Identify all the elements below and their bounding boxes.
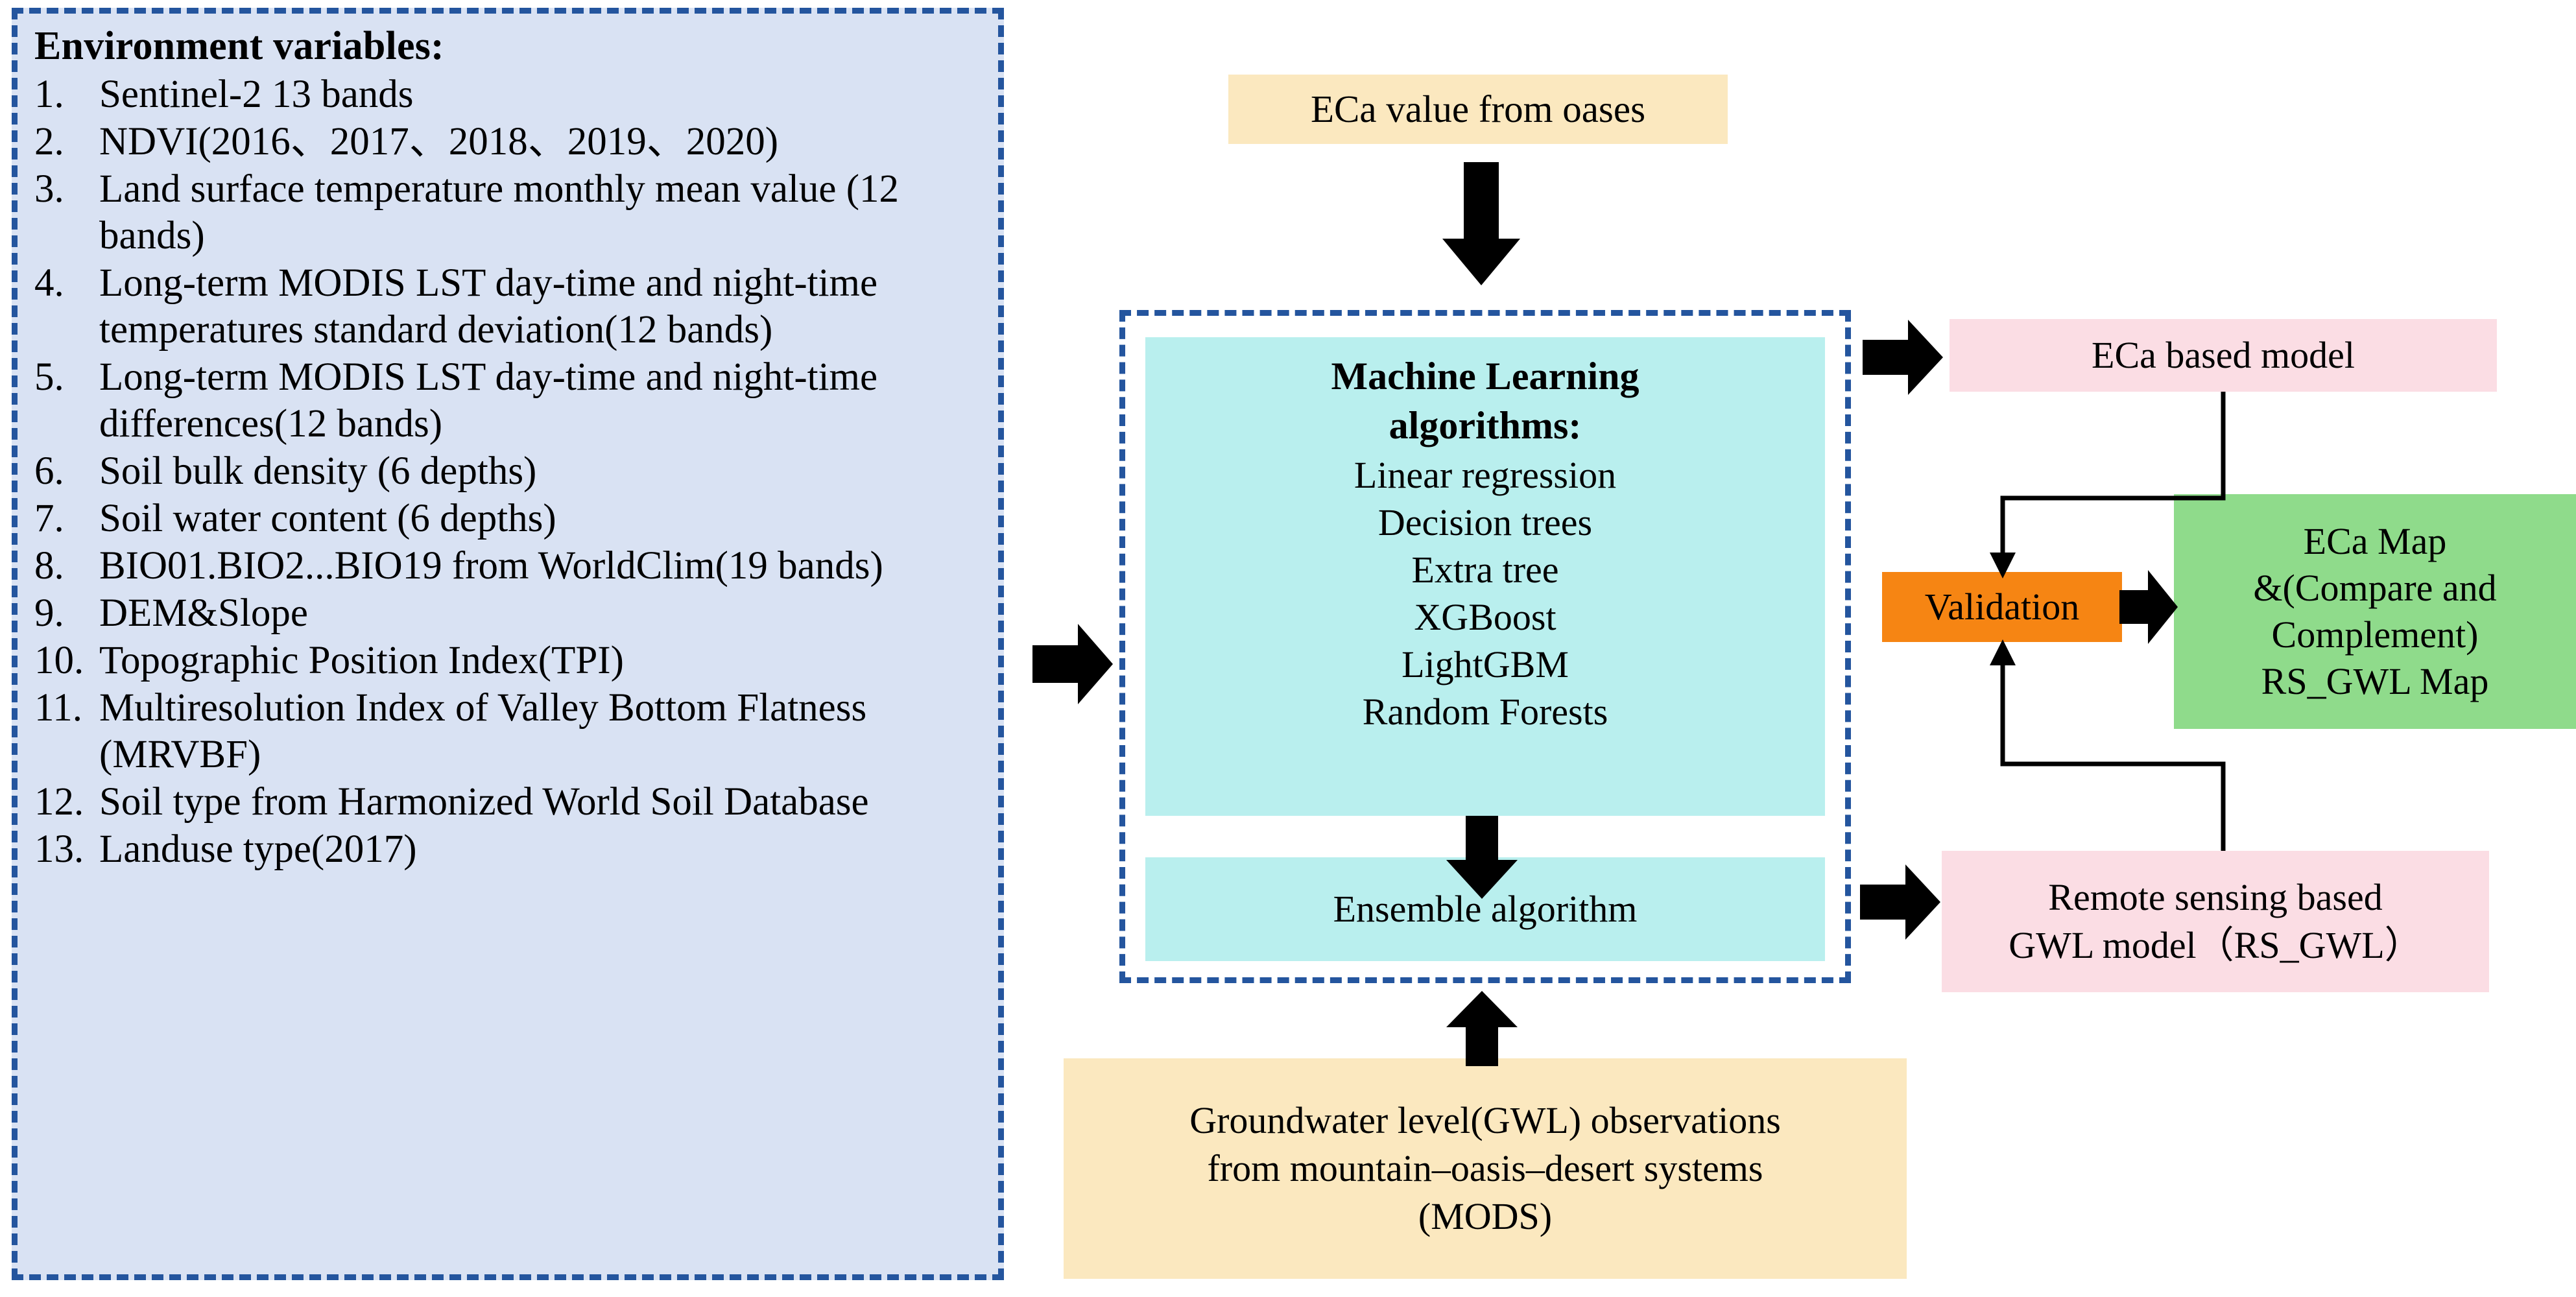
arrow-env-to-ml [1032, 623, 1113, 706]
env-list-item-label: Landuse type(2017) [99, 827, 417, 871]
ml-algorithm-item: Decision trees [1377, 501, 1593, 544]
environment-variables-content: Environment variables: 1. Sentinel-2 13 b… [34, 23, 989, 874]
ml-algorithm-item: Extra tree [1411, 549, 1559, 591]
rs-gwl-line2: GWL model（RS_GWL） [2009, 924, 2422, 966]
env-list-item: 4. Long-term MODIS LST day-time and night… [34, 260, 989, 353]
ml-algorithm-item: LightGBM [1401, 643, 1569, 686]
env-list-item-label: DEM&Slope [99, 591, 308, 635]
map-box-line2: &(Compare and [2253, 567, 2497, 610]
eca-based-model-label: ECa based model [2092, 334, 2355, 377]
env-list-item-number: 9. [34, 591, 64, 635]
env-list-item-number: 7. [34, 496, 64, 540]
env-list-item-number: 13. [34, 827, 84, 871]
env-list-item: 12. Soil type from Harmonized World Soil … [34, 779, 989, 826]
env-list-item: 7. Soil water content (6 depths) [34, 495, 989, 542]
env-list-item-label: Sentinel-2 13 bands [99, 73, 414, 117]
arrow-ensemble-to-rs-gwl [1860, 864, 1940, 940]
env-list-item: 13. Landuse type(2017) [34, 826, 989, 873]
env-list-item: 3. Land surface temperature monthly mean … [34, 166, 989, 259]
env-list-item-number: 3. [34, 167, 64, 211]
ml-heading-line2: algorithms: [1389, 404, 1582, 447]
arrow-ml-to-ensemble [1446, 816, 1518, 899]
eca-value-label: ECa value from oases [1310, 88, 1646, 131]
env-list-item: 11. Multiresolution Index of Valley Botto… [34, 685, 989, 778]
ml-algorithm-item: Linear regression [1354, 454, 1617, 496]
validation-box: Validation [1882, 572, 2122, 642]
eca-based-model-box: ECa based model [1950, 319, 2497, 392]
machine-learning-algorithms-box: Machine Learning algorithms: Linear regr… [1145, 337, 1825, 816]
env-list-item-label: NDVI(2016、2017、2018、2019、2020) [99, 120, 779, 164]
env-list-item-label: Soil water content (6 depths) [99, 496, 556, 540]
env-list-item: 5. Long-term MODIS LST day-time and night… [34, 354, 989, 447]
arrow-eca-value-to-ml [1442, 162, 1520, 285]
env-list-item-number: 11. [34, 685, 82, 730]
env-list-item-number: 5. [34, 355, 64, 399]
gwl-obs-line1: Groundwater level(GWL) observations [1189, 1099, 1781, 1141]
remote-sensing-gwl-model-box: Remote sensing based GWL model（RS_GWL） [1942, 851, 2489, 992]
env-list-item-number: 10. [34, 638, 84, 682]
arrow-ml-to-eca-model [1863, 319, 1943, 396]
environment-variables-list: 1. Sentinel-2 13 bands 2. NDVI(2016、2017、20… [34, 71, 989, 872]
arrow-gwl-obs-to-ml [1446, 991, 1518, 1066]
env-list-item-number: 6. [34, 449, 64, 493]
ml-algorithm-item: XGBoost [1414, 596, 1556, 639]
env-list-item: 2. NDVI(2016、2017、2018、2019、2020) [34, 119, 989, 165]
env-list-item-number: 8. [34, 543, 64, 588]
env-list-item: 9. DEM&Slope [34, 590, 989, 637]
eca-value-from-oases-box: ECa value from oases [1228, 75, 1728, 144]
env-list-item: 6. Soil bulk density (6 depths) [34, 448, 989, 495]
env-list-item-label: Land surface temperature monthly mean va… [99, 167, 900, 258]
map-box-line1: ECa Map [2303, 520, 2447, 563]
rs-gwl-line1: Remote sensing based [2048, 875, 2383, 918]
map-box-line3: Complement) [2271, 613, 2479, 656]
gwl-obs-line3: (MODS) [1418, 1195, 1553, 1238]
arrow-validation-to-map [2119, 569, 2178, 645]
env-list-item: 8. BIO01.BIO2...BIO19 from WorldClim(19 b… [34, 543, 989, 589]
env-list-item-number: 12. [34, 779, 84, 824]
env-list-item-label: Multiresolution Index of Valley Bottom F… [99, 685, 867, 776]
ml-heading-line1: Machine Learning [1331, 355, 1640, 398]
eca-map-rs-gwl-map-box: ECa Map &(Compare and Complement) RS_GWL… [2174, 494, 2576, 729]
env-list-item-number: 2. [34, 120, 64, 164]
map-box-line4: RS_GWL Map [2261, 660, 2489, 702]
env-list-item-label: Long-term MODIS LST day-time and night-t… [99, 261, 878, 351]
gwl-observations-box: Groundwater level(GWL) observations from… [1064, 1058, 1907, 1279]
env-list-item-label: Soil type from Harmonized World Soil Dat… [99, 779, 869, 824]
machine-learning-dashed-container [1119, 310, 1851, 983]
env-list-item-number: 1. [34, 73, 64, 117]
env-list-item: 10. Topographic Position Index(TPI) [34, 637, 989, 684]
environment-variables-title: Environment variables: [34, 24, 444, 68]
env-list-item-number: 4. [34, 261, 64, 305]
env-list-item-label: Topographic Position Index(TPI) [99, 638, 624, 682]
env-list-item-label: Soil bulk density (6 depths) [99, 449, 537, 493]
ml-algorithm-item: Random Forests [1362, 691, 1608, 733]
env-list-item-label: BIO01.BIO2...BIO19 from WorldClim(19 ban… [99, 543, 883, 588]
validation-label: Validation [1924, 586, 2080, 628]
gwl-obs-line2: from mountain–oasis–desert systems [1207, 1147, 1763, 1189]
environment-variables-panel: Environment variables: 1. Sentinel-2 13 b… [12, 8, 1004, 1280]
env-list-item: 1. Sentinel-2 13 bands [34, 71, 989, 118]
env-list-item-label: Long-term MODIS LST day-time and night-t… [99, 355, 878, 446]
